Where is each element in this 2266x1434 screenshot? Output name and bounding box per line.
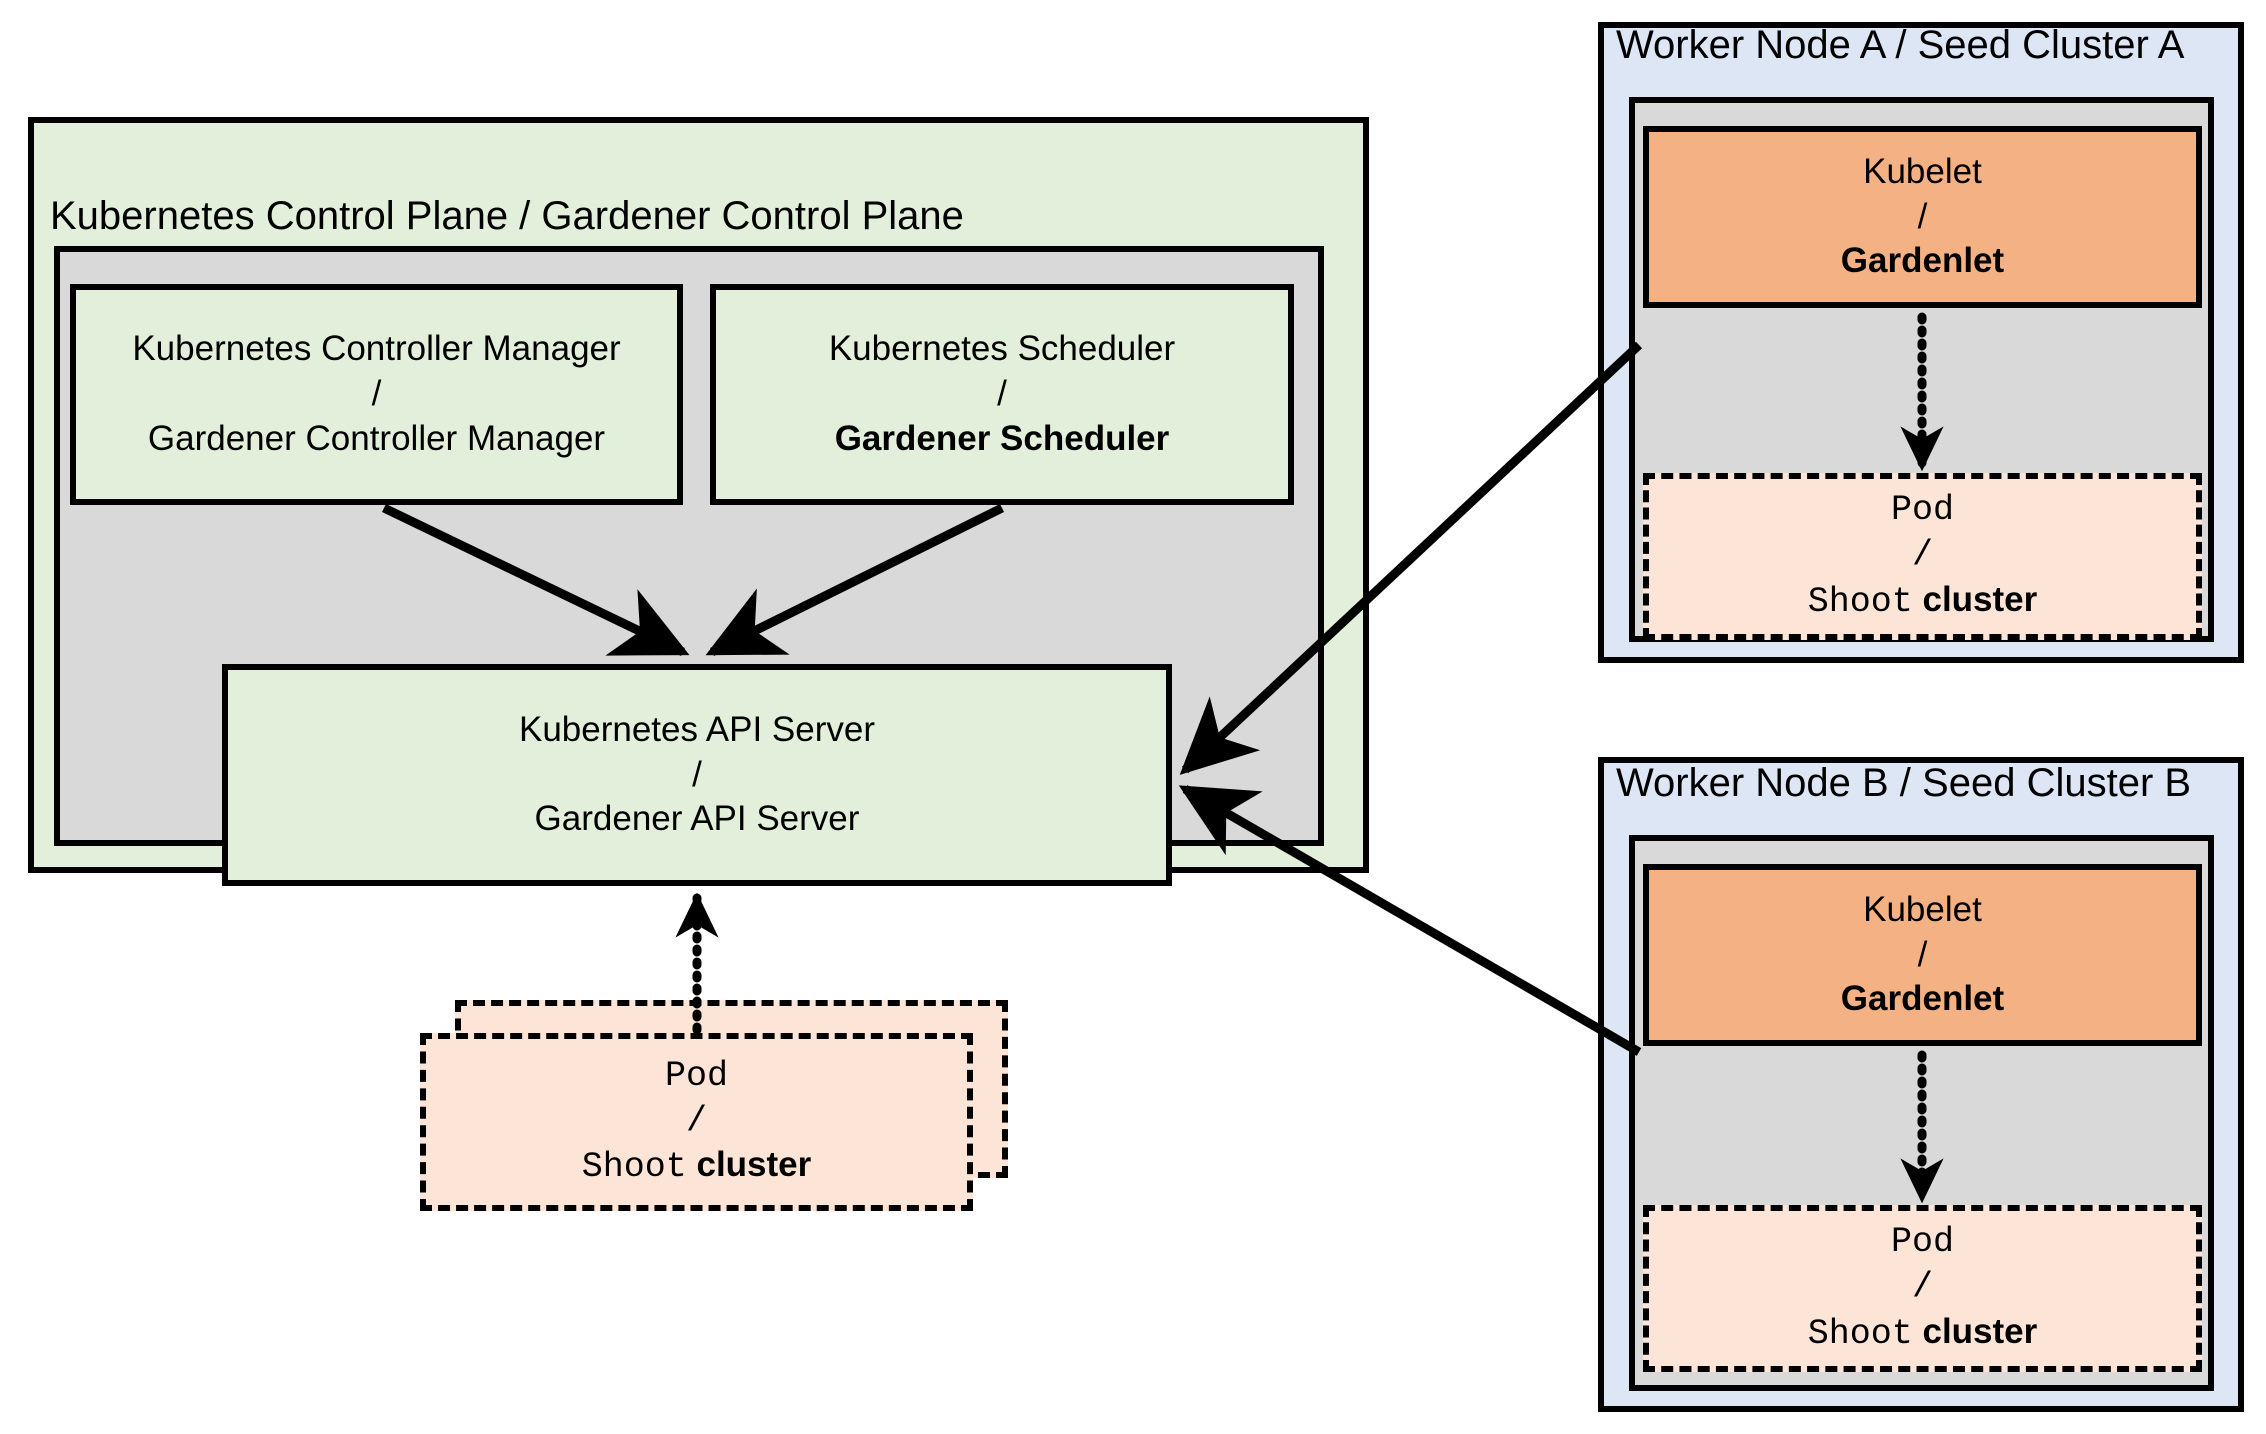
control-plane-pod-separator: / [685,1100,707,1141]
api-server-line2: Gardener API Server [534,799,860,839]
control-plane-title: Kubernetes Control Plane / Gardener Cont… [50,194,964,238]
controller-manager-separator: / [371,374,382,414]
scheduler-line2: Gardener Scheduler [834,418,1170,458]
control-plane-pod-line1: Pod [664,1055,728,1096]
gardenlet-a-line2: Gardenlet [1840,241,2005,281]
gardenlet-b-line2: Gardenlet [1840,979,2005,1019]
seed-cluster-b-title: Worker Node B / Seed Cluster B [1616,761,2192,805]
node-gardenlet-b[interactable]: Kubelet / Gardenlet [1643,864,2202,1046]
control-plane-pod-label: Pod / Shoot cluster [582,1054,812,1190]
seed-cluster-a-title: Worker Node A / Seed Cluster A [1616,23,2185,67]
seed-a-pod-line2-bold: cluster [1912,579,2038,619]
node-api-server-label: Kubernetes API Server / Gardener API Ser… [519,708,875,842]
gardenlet-a-line1: Kubelet [1863,151,1982,191]
node-scheduler[interactable]: Kubernetes Scheduler / Gardener Schedule… [710,284,1294,505]
seed-a-pod-line1: Pod [1890,490,1954,531]
node-scheduler-label: Kubernetes Scheduler / Gardener Schedule… [829,327,1175,461]
node-api-server[interactable]: Kubernetes API Server / Gardener API Ser… [222,664,1172,886]
node-seed-a-pod[interactable]: Pod / Shoot cluster [1643,473,2202,640]
seed-b-pod-line2: Shoot cluster [1808,1310,2038,1357]
controller-manager-line2: Gardener Controller Manager [147,418,606,458]
seed-a-pod-separator: / [1911,535,1933,576]
seed-a-pod-line2-mono: Shoot [1807,581,1913,622]
gardenlet-b-separator: / [1917,934,1928,974]
scheduler-line1: Kubernetes Scheduler [828,329,1176,369]
seed-a-pod-line2: Shoot cluster [1808,578,2038,625]
seed-b-pod-label: Pod / Shoot cluster [1808,1220,2038,1356]
seed-b-pod-line2-mono: Shoot [1807,1313,1913,1354]
seed-a-pod-label: Pod / Shoot cluster [1808,488,2038,624]
api-server-line1: Kubernetes API Server [518,709,876,749]
node-control-plane-pod[interactable]: Pod / Shoot cluster [420,1033,973,1211]
control-plane-pod-line2-bold: cluster [686,1145,812,1185]
node-controller-manager[interactable]: Kubernetes Controller Manager / Gardener… [70,284,683,505]
node-gardenlet-b-label: Kubelet / Gardenlet [1841,888,2004,1022]
controller-manager-line1: Kubernetes Controller Manager [132,329,621,369]
api-server-separator: / [692,754,702,794]
node-gardenlet-a[interactable]: Kubelet / Gardenlet [1643,126,2202,308]
node-gardenlet-a-label: Kubelet / Gardenlet [1841,150,2004,284]
seed-b-pod-separator: / [1911,1267,1933,1308]
control-plane-pod-line2-mono: Shoot [581,1147,687,1188]
gardenlet-a-separator: / [1917,196,1928,236]
seed-b-pod-line1: Pod [1890,1222,1954,1263]
node-controller-manager-label: Kubernetes Controller Manager / Gardener… [132,327,620,461]
control-plane-pod-line2: Shoot cluster [582,1143,812,1190]
gardenlet-b-line1: Kubelet [1863,889,1982,929]
seed-b-pod-line2-bold: cluster [1912,1311,2038,1351]
node-seed-b-pod[interactable]: Pod / Shoot cluster [1643,1205,2202,1372]
scheduler-separator: / [997,374,1007,414]
